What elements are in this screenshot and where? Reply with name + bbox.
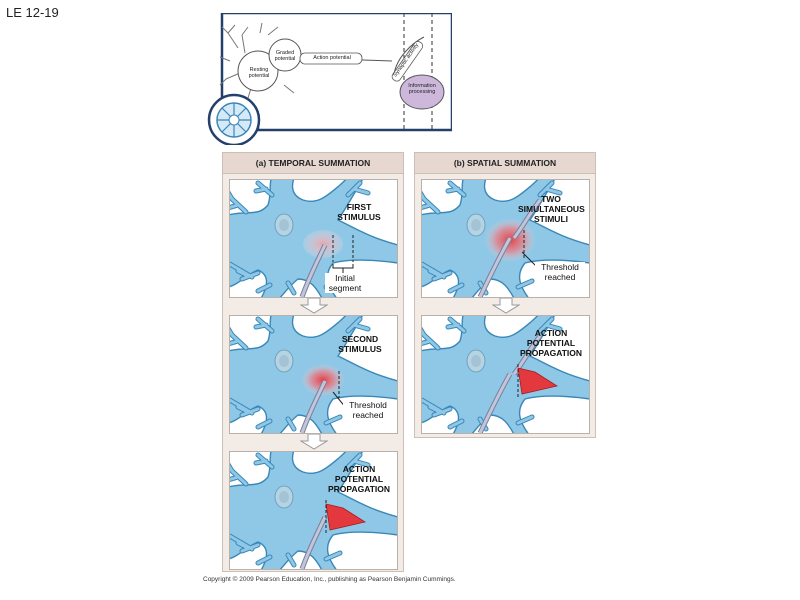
first-stimulus-label: FIRST STIMULUS <box>337 202 381 223</box>
temporal-action-potential-label: ACTION POTENTIAL PROPAGATION <box>327 464 391 495</box>
down-arrow-icon <box>300 298 328 314</box>
spatial-action-potential-cell: ACTION POTENTIAL PROPAGATION <box>421 315 590 434</box>
temporal-summation-title: (a) TEMPORAL SUMMATION <box>223 153 403 174</box>
action-potential-label: Action potential <box>313 55 351 61</box>
second-stimulus-label: SECOND STIMULUS <box>338 334 382 355</box>
overview-diagram: Resting potential Graded potential Actio… <box>200 11 454 147</box>
resting-potential-label: Resting potential <box>248 67 270 79</box>
overview-svg <box>207 11 454 147</box>
spatial-summation-title: (b) SPATIAL SUMMATION <box>415 153 595 174</box>
spatial-threshold-label: Threshold reached <box>535 262 585 283</box>
graded-potential-label: Graded potential <box>274 50 296 62</box>
spatial-action-potential-label: ACTION POTENTIAL PROPAGATION <box>519 328 583 359</box>
temporal-second-stimulus-cell: SECOND STIMULUS Threshold reached <box>229 315 398 434</box>
two-simultaneous-stimuli-label: TWO SIMULTANEOUS STIMULI <box>518 194 585 225</box>
information-processing-label: Information processing <box>408 83 436 95</box>
slide-title: LE 12-19 <box>6 5 59 20</box>
copyright-notice: Copyright © 2009 Pearson Education, Inc.… <box>203 576 456 583</box>
temporal-threshold-label: Threshold reached <box>343 400 393 421</box>
spatial-two-stimuli-cell: TWO SIMULTANEOUS STIMULI Threshold reach… <box>421 179 590 298</box>
temporal-action-potential-cell: ACTION POTENTIAL PROPAGATION <box>229 451 398 570</box>
temporal-summation-panel: (a) TEMPORAL SUMMATION FIRST STIMULUS In… <box>222 152 404 572</box>
temporal-first-stimulus-cell: FIRST STIMULUS Initial segment <box>229 179 398 298</box>
down-arrow-icon <box>300 434 328 450</box>
spatial-summation-panel: (b) SPATIAL SUMMATION TWO SIMULTANEOUS S… <box>414 152 596 438</box>
initial-segment-label: Initial segment <box>325 273 365 294</box>
down-arrow-icon <box>492 298 520 314</box>
